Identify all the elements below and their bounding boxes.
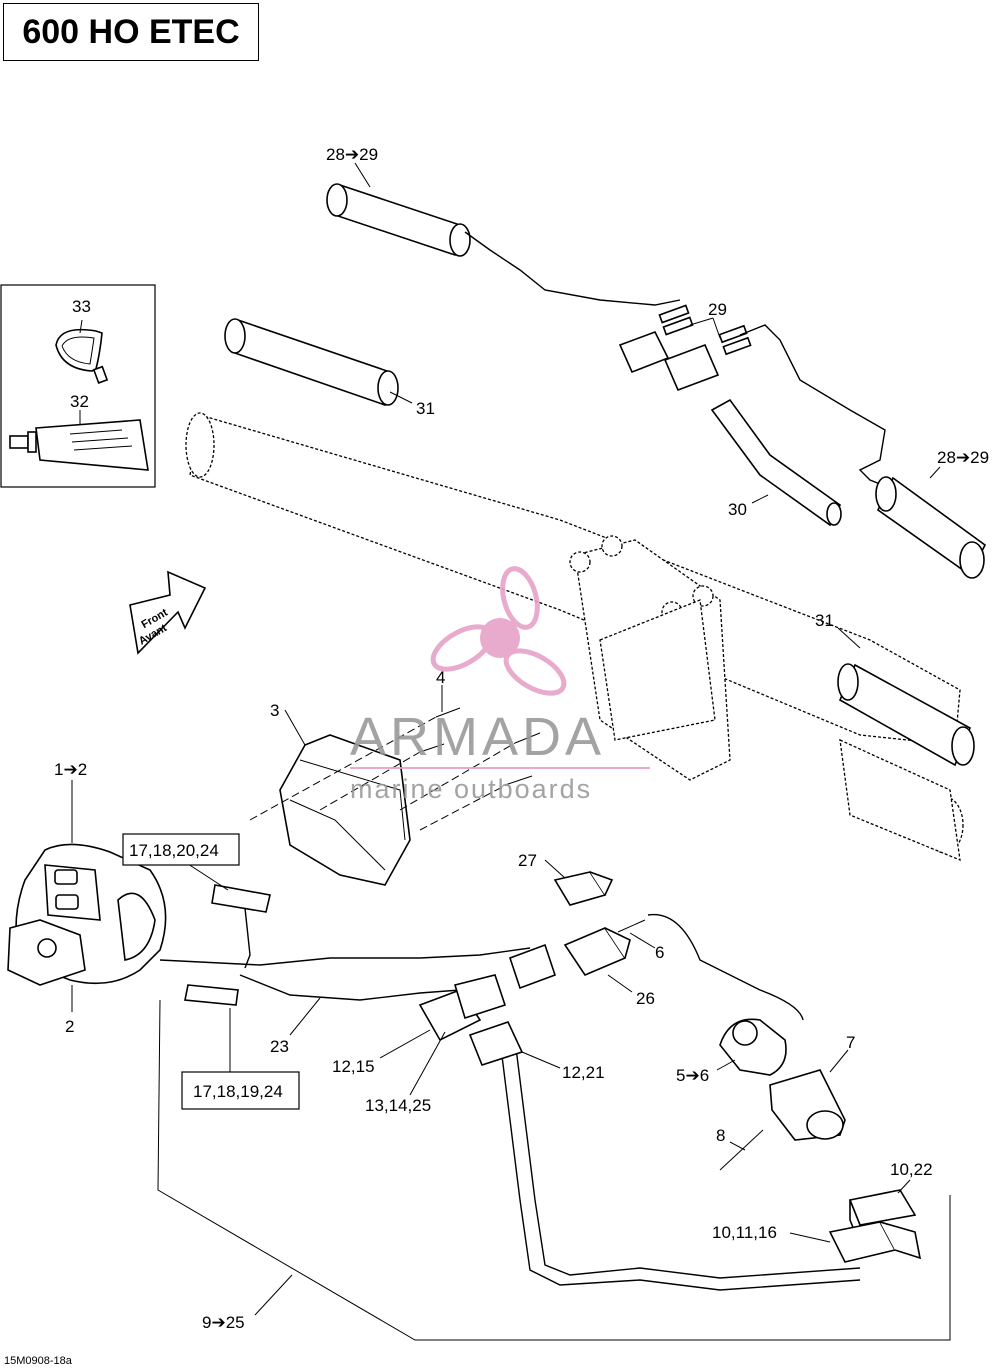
front-arrow: Front Avant: [129, 570, 207, 655]
callout-30: 30: [728, 500, 747, 519]
inset-box: [0, 284, 156, 488]
harness-trunk-2: [514, 1039, 861, 1279]
callout-labels: 28➔29 29 31 28➔29 30 31 33 32 4 3 1➔2 2 …: [54, 145, 989, 1332]
handlebar-riser[interactable]: [569, 535, 731, 781]
page-title: 600 HO ETEC: [3, 3, 259, 61]
grip-wire-right: [739, 324, 896, 491]
boxed-callout-frame-a: [122, 833, 240, 866]
connector-housing-b[interactable]: [663, 343, 720, 392]
sealant-tube-part-32[interactable]: [9, 419, 149, 471]
callout-12-15: 12,15: [332, 1057, 375, 1076]
harness-23-lower: [239, 974, 461, 1001]
cable-tie-part-33[interactable]: [55, 328, 109, 384]
connector-housing-a[interactable]: [618, 331, 670, 374]
callout-27: 27: [518, 851, 537, 870]
callout-3: 3: [270, 701, 279, 720]
callout-23: 23: [270, 1037, 289, 1056]
multifunction-switch-1[interactable]: [7, 843, 167, 986]
callout-2: 2: [65, 1017, 74, 1036]
callout-5-6: 5➔6: [676, 1066, 709, 1085]
switch-housing-cover-3[interactable]: [279, 734, 411, 886]
watermark-brand: ARMADA: [350, 707, 605, 767]
connector-12-15[interactable]: [418, 974, 507, 1042]
connector-10-22[interactable]: [848, 1189, 917, 1246]
heated-grip-right[interactable]: [875, 476, 987, 579]
screws-4[interactable]: [249, 707, 541, 831]
callout-8: 8: [716, 1126, 725, 1145]
callout-9-25: 9➔25: [202, 1313, 245, 1332]
connector-17-18-20-24[interactable]: [211, 884, 271, 969]
boxed-callout-frame-b: [181, 1071, 300, 1110]
watermark-tagline: marine outboards: [350, 774, 592, 804]
terminal-6[interactable]: [617, 913, 804, 1021]
connector-12-21[interactable]: [468, 1021, 524, 1066]
grip-terminals-29[interactable]: [658, 304, 752, 356]
bracket-9-25: [157, 999, 951, 1341]
callout-13-14-25: 13,14,25: [365, 1096, 431, 1115]
connector-plug-right[interactable]: [508, 943, 557, 990]
leader-lines: [71, 162, 941, 1316]
callout-10-11-16: 10,11,16: [712, 1223, 777, 1242]
callout-4: 4: [436, 668, 445, 687]
callout-6: 6: [655, 943, 664, 962]
connector-17-18-19-24[interactable]: [184, 984, 239, 1006]
callout-12-21: 12,21: [562, 1063, 605, 1082]
figure-code: 15M0908-18a: [4, 1355, 73, 1367]
callout-31-right: 31: [815, 611, 834, 630]
switch-5[interactable]: [719, 1018, 787, 1076]
connector-27[interactable]: [553, 871, 614, 906]
connector-10-11-16[interactable]: [828, 1221, 922, 1263]
grip-31-right[interactable]: [837, 663, 975, 767]
boxed-callout-17-18-19-24: 17,18,19,24: [193, 1082, 283, 1101]
cap-7[interactable]: [769, 1069, 846, 1141]
connector-26[interactable]: [563, 927, 631, 976]
callout-33: 33: [72, 297, 91, 316]
callout-31-top: 31: [416, 399, 435, 418]
callout-29: 29: [708, 300, 727, 319]
callout-1-2: 1➔2: [54, 760, 87, 779]
callout-7: 7: [846, 1033, 855, 1052]
callout-26: 26: [636, 989, 655, 1008]
pin-8[interactable]: [719, 1129, 764, 1171]
callout-28-29-right: 28➔29: [937, 448, 989, 467]
boxed-callout-17-18-20-24: 17,18,20,24: [129, 841, 219, 860]
callout-32: 32: [70, 392, 89, 411]
callout-10-22: 10,22: [890, 1160, 933, 1179]
grip-31-left[interactable]: [224, 318, 399, 407]
harness-trunk: [499, 1039, 861, 1291]
armada-watermark: ARMADA marine outboards: [350, 566, 650, 804]
callout-28-29-top: 28➔29: [326, 145, 378, 164]
bar-30[interactable]: [710, 398, 842, 527]
heated-grip-left[interactable]: [326, 183, 471, 257]
propeller-logo-icon: [430, 566, 567, 696]
grip-wire-left: [464, 231, 681, 306]
harness-23-upper: [159, 947, 531, 966]
